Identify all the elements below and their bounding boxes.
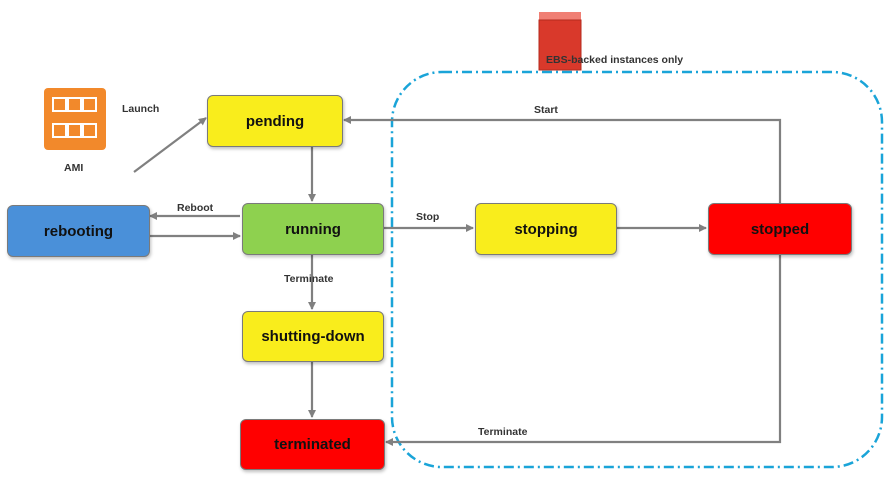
start-label: Start: [534, 104, 558, 116]
state-pending: pending: [207, 95, 343, 147]
stop-label: Stop: [416, 211, 440, 223]
state-rebooting: rebooting: [7, 205, 150, 257]
ami-label: AMI: [64, 162, 84, 174]
state-stopped: stopped: [708, 203, 852, 255]
launch-label: Launch: [122, 103, 160, 115]
terminate-running-label: Terminate: [284, 273, 334, 285]
state-stopping: stopping: [475, 203, 617, 255]
terminate-stopped-arrow: [385, 254, 782, 446]
reboot-label: Reboot: [177, 202, 214, 214]
ebs-backed-region: [390, 70, 884, 469]
launch-arrow: [133, 117, 207, 173]
terminate-stopped-label: Terminate: [478, 426, 528, 438]
ami-icon: [44, 88, 106, 150]
ebs-region-label: EBS-backed instances only: [546, 54, 684, 66]
ebs-volume-icon: [538, 12, 582, 71]
state-running: running: [242, 203, 384, 255]
start-arrow: [343, 116, 782, 203]
state-terminated: terminated: [240, 419, 385, 470]
state-shutting-down: shutting-down: [242, 311, 384, 362]
